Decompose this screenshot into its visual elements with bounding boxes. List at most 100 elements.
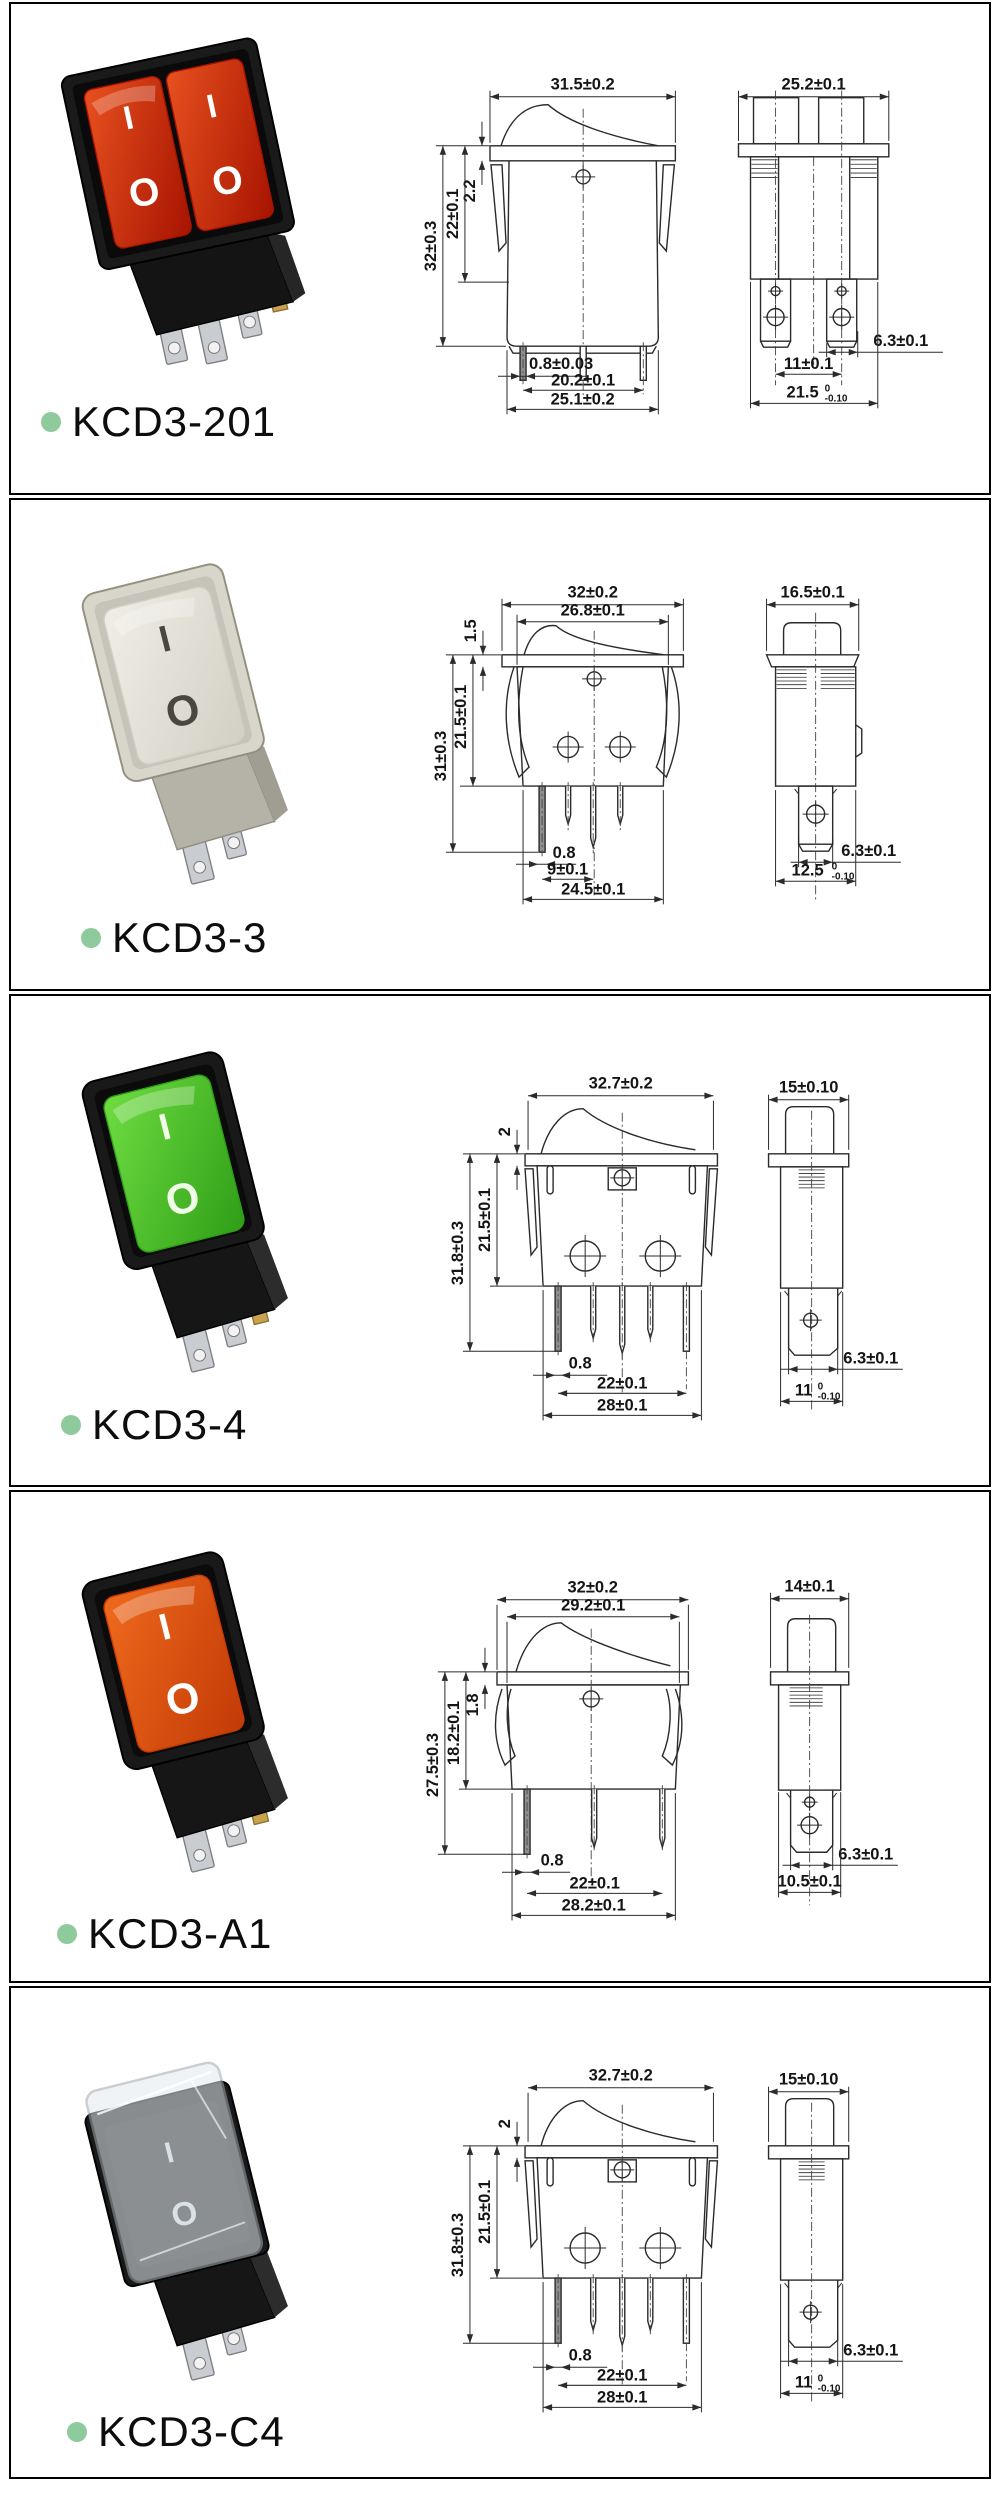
dim-label: 22±0.1 (569, 1873, 619, 1892)
product-photo: IO (81, 1051, 288, 1373)
dim-label: 20.2±0.1 (551, 370, 615, 389)
dim-label: 0.8 (553, 843, 576, 862)
dim-label: 0.8 (541, 1850, 564, 1869)
dim-label: 11 (795, 1380, 812, 1399)
model-name: KCD3-C4 (98, 2408, 285, 2455)
bullet-icon (67, 2422, 87, 2442)
bullet-icon (81, 928, 101, 948)
dim-label: 0 (818, 1381, 824, 1392)
dim-label: 31.5±0.2 (551, 75, 615, 94)
technical-drawing: 31.5±0.22.222±0.132±0.30.8±0.0320.2±0.12… (421, 75, 943, 415)
dim-label: 31±0.3 (431, 731, 450, 781)
front-view: 32.7±0.2 2 21.5±0.1 31.8±0.3 0.8 22±0.1 28±0.1 (448, 1074, 719, 1421)
dim-label: 6.3±0.1 (843, 2340, 898, 2359)
dim-label: 15±0.10 (779, 2070, 839, 2089)
dim-label: 2 (495, 2119, 514, 2128)
dim-label: 32.7±0.2 (589, 2066, 653, 2085)
dim-label: 11±0.1 (784, 354, 833, 373)
dim-label: 9±0.1 (547, 859, 588, 878)
dim-label: 12.5 (792, 860, 824, 879)
dim-label: 25.1±0.2 (551, 389, 615, 408)
product-photo: IO (81, 1551, 288, 1873)
dim-label: 6.3±0.1 (843, 1348, 898, 1367)
dim-label: 21.5±0.1 (475, 1188, 494, 1252)
side-view: 15±0.10 6.3±0.1 11 0-0.10 (767, 1078, 903, 1410)
technical-drawing: 32.7±0.2 2 21.5±0.1 31.8±0.3 0.8 22±0.1 28±0.1… (448, 1074, 903, 1421)
model-name: KCD3-201 (72, 398, 277, 445)
dim-label: 2 (495, 1127, 514, 1136)
dim-label: 16.5±0.1 (781, 583, 845, 602)
dim-label: 18.2±0.1 (444, 1701, 463, 1765)
technical-drawing: 32±0.226.8±0.1 1.5 21.5±0.131±0.3 0.89±0.12… (431, 583, 901, 905)
bullet-icon (41, 412, 61, 432)
bullet-icon (61, 1415, 81, 1435)
dim-label: 32.7±0.2 (589, 1074, 653, 1093)
model-name: KCD3-A1 (88, 1910, 273, 1957)
dim-label: 1.5 (461, 619, 480, 642)
dim-label: 0 (825, 383, 831, 394)
dim-label: 22±0.1 (597, 1373, 647, 1392)
dim-label: -0.10 (818, 2383, 841, 2394)
dim-label: 1.8 (463, 1693, 482, 1716)
side-view: 15±0.10 6.3±0.1 11 0-0.10 (767, 2070, 903, 2402)
dim-label: 31.8±0.3 (448, 2213, 467, 2277)
dim-label: -0.10 (832, 871, 855, 882)
dim-label: 0.8±0.03 (529, 354, 593, 373)
dim-label: 6.3±0.1 (838, 1844, 893, 1863)
switch-photo-group: IO (81, 563, 288, 885)
switch-photo-group: IO (81, 1551, 288, 1873)
switch-photo-group: IO (84, 2061, 288, 2381)
bullet-icon (57, 1924, 77, 1944)
dim-label: 28±0.1 (597, 1395, 647, 1414)
product-label: KCD3-A1 (57, 1910, 272, 1958)
product-label: KCD3-201 (41, 398, 276, 446)
dim-label: 11 (795, 2372, 812, 2391)
front-view: 31.5±0.22.222±0.132±0.30.8±0.0320.2±0.12… (421, 75, 677, 415)
dim-label: 27.5±0.3 (423, 1733, 442, 1797)
switch-photo-group: IO (81, 1051, 288, 1373)
dim-label: 15±0.10 (779, 1078, 839, 1097)
model-name: KCD3-4 (92, 1401, 248, 1448)
side-view: 16.5±0.1 6.3±0.1 12.5 0-0.10 (765, 583, 901, 902)
dim-label: 0.8 (569, 2345, 592, 2364)
dim-label: 21.5±0.1 (451, 685, 470, 749)
product-label: KCD3-C4 (67, 2408, 285, 2456)
dim-label: 0 (818, 2373, 824, 2384)
dim-label: 10.5±0.1 (778, 1871, 842, 1890)
dim-label: 21.5±0.1 (475, 2180, 494, 2244)
dim-label: 28.2±0.1 (562, 1895, 626, 1914)
technical-drawing: 32±0.229.2±0.11.818.2±0.127.5±0.30.822±0… (423, 1577, 898, 1921)
technical-drawing: 32.7±0.2221.5±0.131.8±0.30.822±0.128±0.1… (448, 2066, 903, 2413)
dim-label: -0.10 (818, 1391, 841, 1402)
product-photo: IO (84, 2061, 288, 2381)
dim-label: -0.10 (825, 393, 848, 404)
dim-label: 21.5 (787, 382, 819, 401)
dim-label: 6.3±0.1 (841, 841, 896, 860)
side-view: 14±0.16.3±0.110.5±0.1 (769, 1577, 898, 1906)
dim-label: 26.8±0.1 (561, 601, 625, 620)
product-label: KCD3-4 (61, 1401, 247, 1449)
dim-label: 31.8±0.3 (448, 1221, 467, 1285)
dim-label: 32±0.2 (567, 583, 617, 602)
dim-label: 24.5±0.1 (561, 879, 625, 898)
dim-label: 0 (832, 861, 838, 872)
dim-label: 2.2 (460, 179, 479, 202)
model-name: KCD3-3 (112, 914, 268, 961)
dim-label: 28±0.1 (597, 2387, 647, 2406)
dim-label: 0.8 (569, 1353, 592, 1372)
dim-label: 6.3±0.1 (873, 331, 928, 350)
product-photo: IO (81, 563, 288, 885)
product-label: KCD3-3 (81, 914, 267, 962)
product-row-kcd3-c4: IO KCD3-C4 32.7±0.2 2 21.5±0.1 31.8±0.3 0.8 2… (9, 1986, 991, 2479)
dim-label: 29.2±0.1 (561, 1596, 625, 1615)
front-view: 32±0.226.8±0.1 1.5 21.5±0.131±0.3 0.89±0.12… (431, 583, 685, 905)
